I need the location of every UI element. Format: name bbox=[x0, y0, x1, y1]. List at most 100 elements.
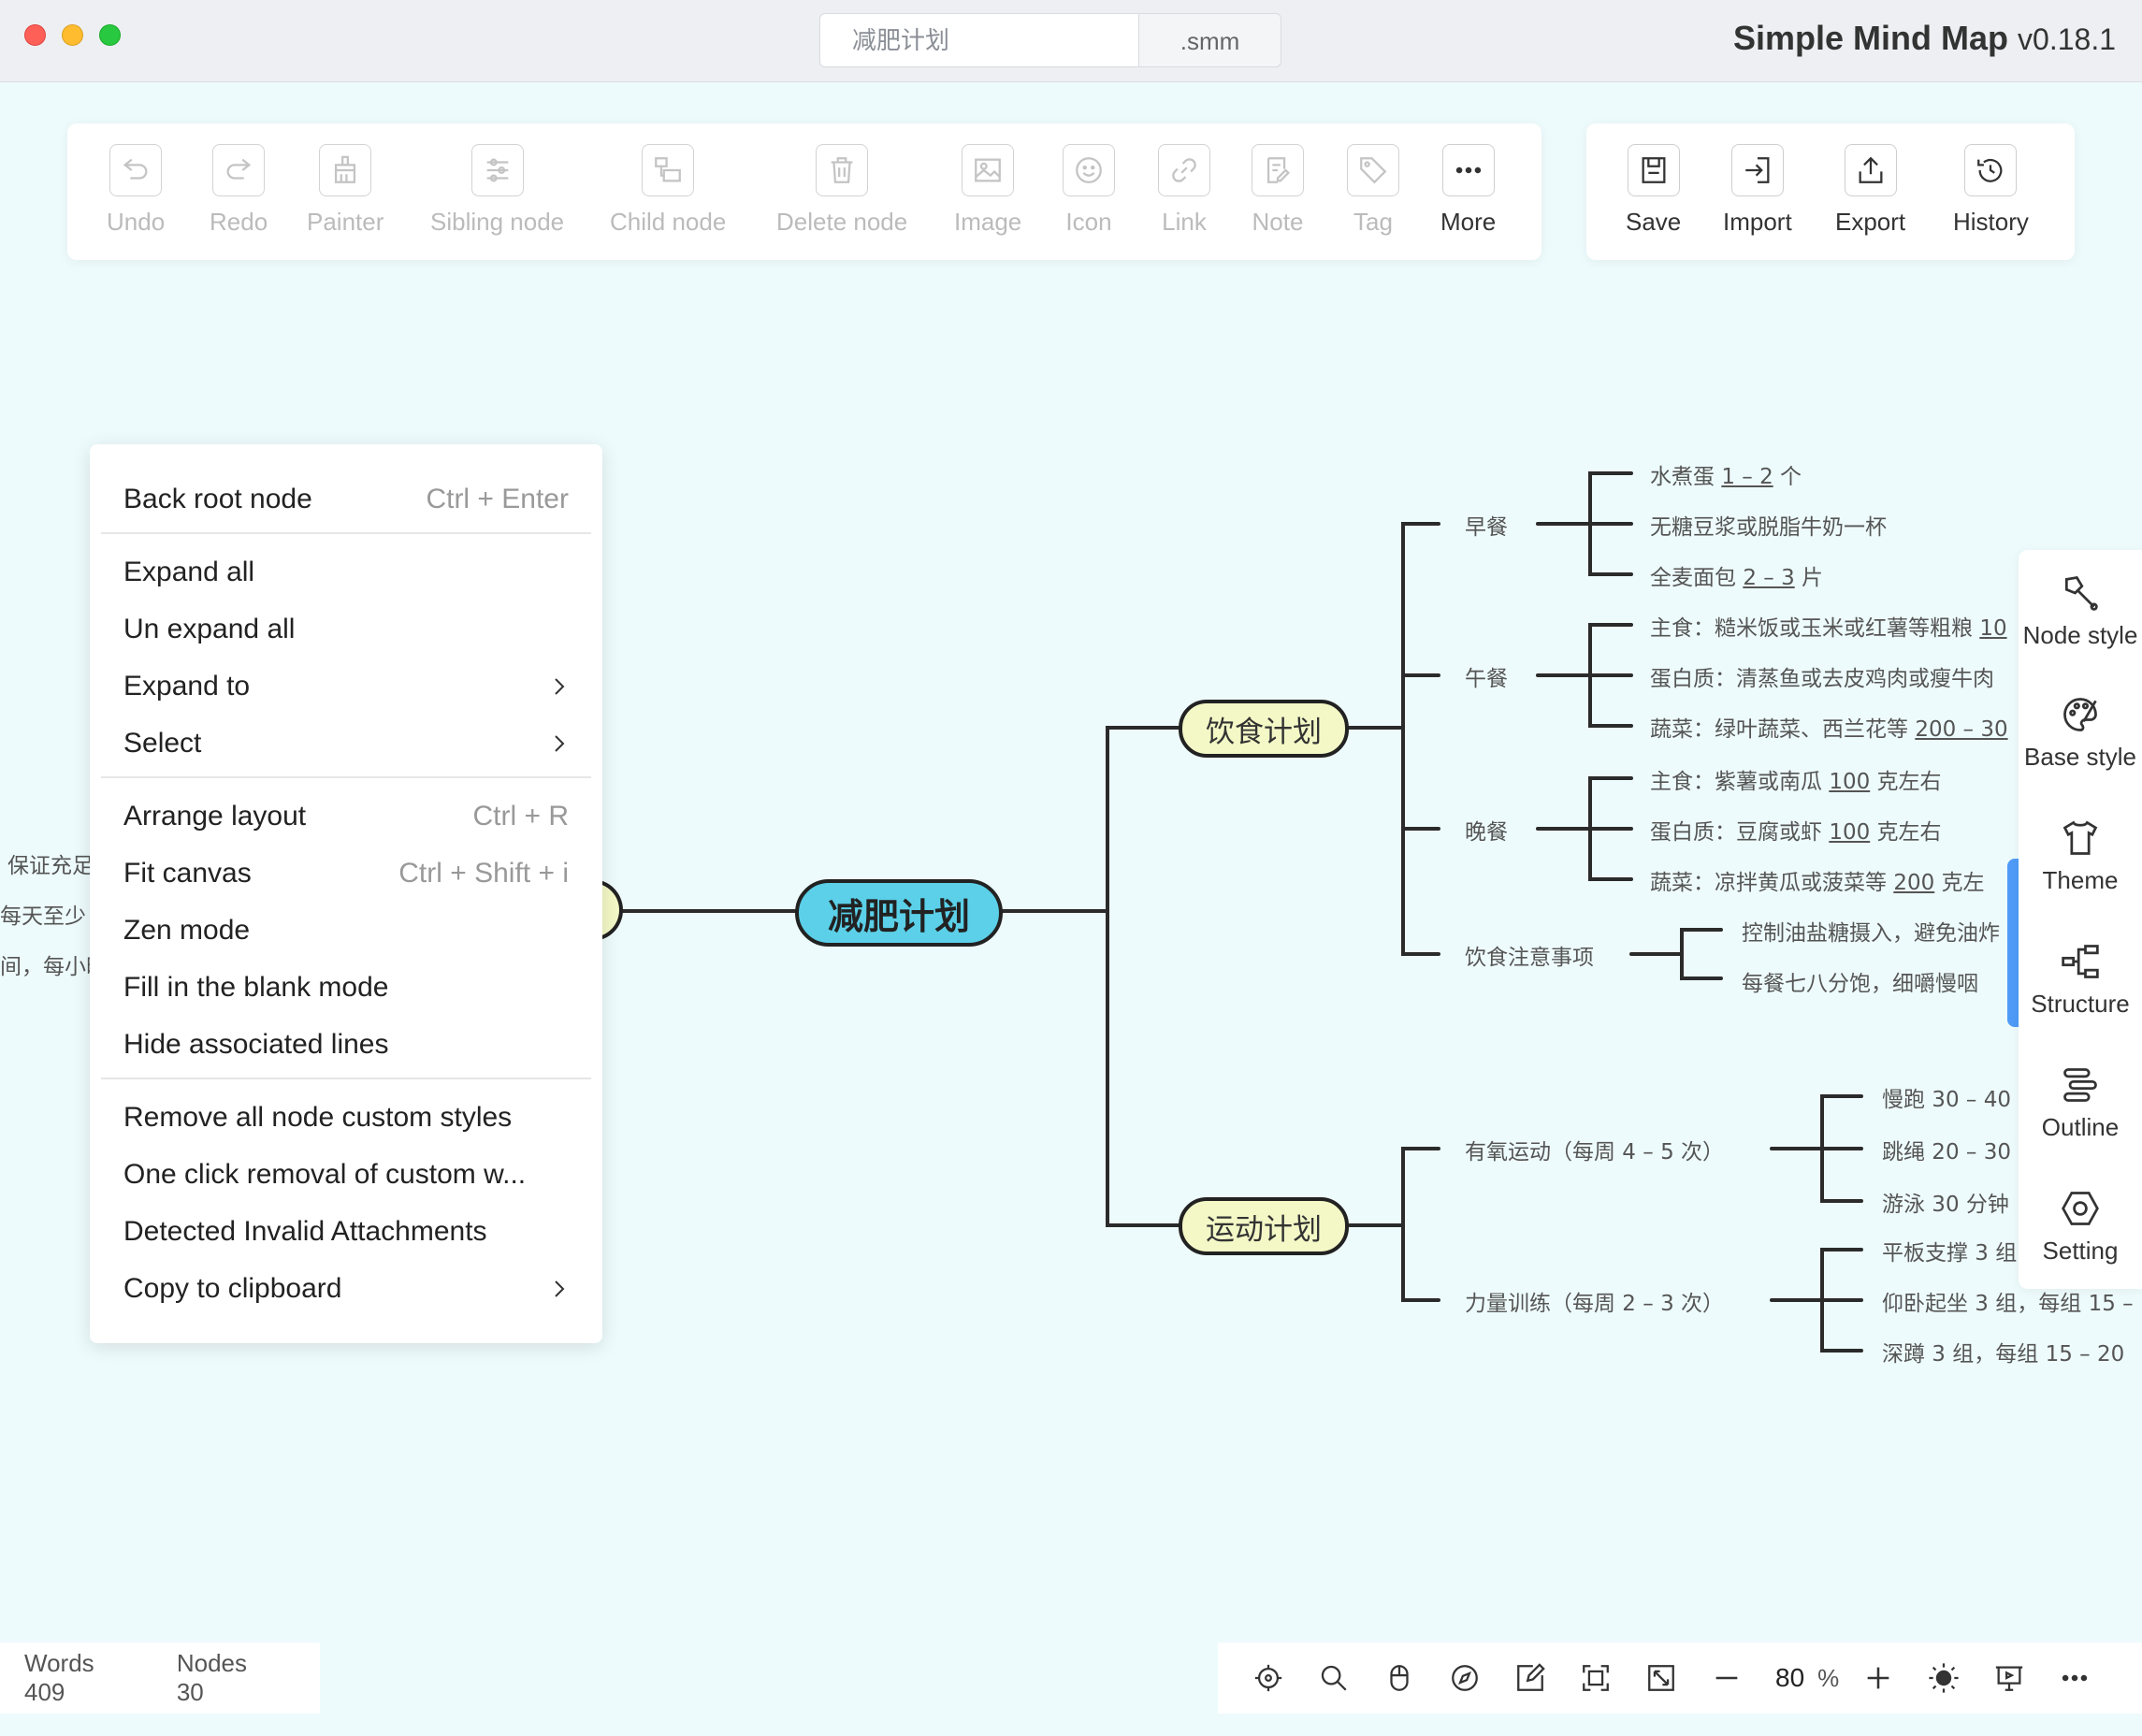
palette-icon bbox=[2063, 698, 2097, 731]
sibling-node-button[interactable]: Sibling node bbox=[430, 144, 564, 237]
sidebar-theme[interactable]: Theme bbox=[2019, 817, 2142, 895]
icon-button[interactable]: Icon bbox=[1063, 144, 1115, 237]
diet-notes-item-2[interactable]: 每餐七八分饱，细嚼慢咽 bbox=[1742, 972, 1978, 996]
breakfast-node[interactable]: 早餐 bbox=[1465, 515, 1508, 540]
history-icon bbox=[1977, 158, 2003, 182]
lunch-item-3[interactable]: 蔬菜：绿叶蔬菜、西兰花等 200 – 30 bbox=[1650, 717, 2008, 742]
image-icon bbox=[975, 158, 1002, 182]
mindmap-canvas[interactable]: 保证充足 每天至少 间，每小时 减肥计划 饮食计划 运动计划 早餐 午餐 晚餐 … bbox=[0, 82, 2142, 1644]
diet-plan-node[interactable]: 饮食计划 bbox=[1179, 700, 1349, 758]
breakfast-item-3[interactable]: 全麦面包 2 – 3 片 bbox=[1650, 566, 1824, 590]
sidebar-structure[interactable]: Structure bbox=[2019, 941, 2142, 1019]
presentation-icon bbox=[1996, 1666, 2023, 1691]
image-button[interactable]: Image bbox=[954, 144, 1021, 237]
diet-notes-node[interactable]: 饮食注意事项 bbox=[1465, 946, 1594, 970]
search-icon bbox=[1321, 1665, 1347, 1691]
minimize-window-button[interactable] bbox=[62, 24, 83, 46]
lunch-item-1[interactable]: 主食：糙米饭或玉米或红薯等粗粮 10 bbox=[1650, 616, 2007, 641]
child-node-button[interactable]: Child node bbox=[610, 144, 726, 237]
zoom-out-button[interactable] bbox=[1710, 1661, 1744, 1695]
menu-select[interactable]: Select bbox=[90, 715, 602, 772]
fullscreen-button[interactable] bbox=[1644, 1661, 1678, 1695]
painter-button[interactable]: Painter bbox=[307, 144, 384, 237]
menu-fill-blank-mode[interactable]: Fill in the blank mode bbox=[123, 971, 389, 1003]
sibling-node-icon bbox=[486, 158, 508, 182]
menu-remove-custom-styles[interactable]: Remove all node custom styles bbox=[123, 1101, 513, 1133]
lunch-node[interactable]: 午餐 bbox=[1465, 667, 1508, 691]
menu-zen-mode[interactable]: Zen mode bbox=[123, 914, 251, 946]
menu-hide-associated-lines[interactable]: Hide associated lines bbox=[123, 1028, 389, 1060]
menu-copy-to-clipboard[interactable]: Copy to clipboard bbox=[90, 1260, 602, 1317]
fullscreen-icon bbox=[1648, 1665, 1674, 1691]
demo-mode-button[interactable] bbox=[1992, 1661, 2026, 1695]
dinner-item-1[interactable]: 主食：紫薯或南瓜 100 克左右 bbox=[1650, 770, 1942, 794]
maximize-window-button[interactable] bbox=[99, 24, 121, 46]
aerobic-item-3[interactable]: 游泳 30 分钟 bbox=[1882, 1193, 2009, 1217]
right-sidebar: Node style Base style Theme Structure Ou… bbox=[2019, 550, 2142, 1289]
history-button[interactable]: History bbox=[1953, 144, 2029, 237]
menu-detect-invalid-attachments[interactable]: Detected Invalid Attachments bbox=[123, 1215, 487, 1247]
breakfast-item-1[interactable]: 水煮蛋 1 – 2 个 bbox=[1650, 465, 1802, 489]
navigator-button[interactable] bbox=[1448, 1661, 1482, 1695]
sidebar-outline[interactable]: Outline bbox=[2019, 1064, 2142, 1142]
strength-item-2[interactable]: 仰卧起坐 3 组，每组 15 – bbox=[1882, 1292, 2134, 1316]
more-options-button[interactable] bbox=[2058, 1661, 2091, 1695]
redo-icon bbox=[226, 158, 252, 180]
link-button[interactable]: Link bbox=[1158, 144, 1210, 237]
sidebar-base-style[interactable]: Base style bbox=[2019, 694, 2142, 772]
breakfast-item-2[interactable]: 无糖豆浆或脱脂牛奶一杯 bbox=[1650, 515, 1887, 540]
close-window-button[interactable] bbox=[24, 24, 46, 46]
mouse-mode-button[interactable] bbox=[1382, 1661, 1416, 1695]
import-icon bbox=[1745, 157, 1770, 183]
sidebar-collapse-tab[interactable] bbox=[2007, 859, 2020, 1027]
save-button[interactable]: Save bbox=[1626, 144, 1681, 237]
root-node[interactable]: 减肥计划 bbox=[795, 879, 1003, 947]
import-button[interactable]: Import bbox=[1723, 144, 1792, 237]
zoom-in-button[interactable] bbox=[1861, 1661, 1895, 1695]
undo-icon bbox=[123, 158, 148, 180]
exercise-plan-node[interactable]: 运动计划 bbox=[1179, 1197, 1349, 1255]
sidebar-node-style[interactable]: Node style bbox=[2019, 572, 2142, 650]
shirt-icon bbox=[2062, 820, 2098, 855]
aerobic-node[interactable]: 有氧运动（每周 4 – 5 次） bbox=[1465, 1140, 1725, 1165]
search-button[interactable] bbox=[1317, 1661, 1351, 1695]
aerobic-item-2[interactable]: 跳绳 20 – 30 bbox=[1882, 1140, 2011, 1165]
filename-input[interactable]: 减肥计划 bbox=[819, 13, 1139, 67]
more-icon bbox=[2062, 1674, 2088, 1682]
dinner-node[interactable]: 晚餐 bbox=[1465, 820, 1508, 845]
node-count: Nodes 30 bbox=[176, 1649, 247, 1706]
undo-button[interactable]: Undo bbox=[107, 144, 165, 237]
note-button[interactable]: Note bbox=[1252, 144, 1304, 237]
strength-node[interactable]: 力量训练（每周 2 – 3 次） bbox=[1465, 1292, 1725, 1316]
export-button[interactable]: Export bbox=[1835, 144, 1905, 237]
strength-item-3[interactable]: 深蹲 3 组，每组 15 – 20 bbox=[1882, 1342, 2125, 1367]
dinner-item-3[interactable]: 蔬菜：凉拌黄瓜或菠菜等 200 克左 bbox=[1650, 871, 1985, 895]
menu-expand-to[interactable]: Expand to bbox=[90, 658, 602, 715]
crosshair-icon bbox=[1254, 1664, 1282, 1692]
menu-expand-all[interactable]: Expand all bbox=[123, 556, 255, 587]
dark-mode-button[interactable] bbox=[1927, 1661, 1961, 1695]
tag-button[interactable]: Tag bbox=[1347, 144, 1399, 237]
chevron-right-icon bbox=[555, 1280, 565, 1297]
menu-one-click-removal[interactable]: One click removal of custom w... bbox=[123, 1158, 527, 1190]
more-button[interactable]: More bbox=[1440, 144, 1496, 237]
edit-mode-button[interactable] bbox=[1513, 1661, 1547, 1695]
aerobic-item-1[interactable]: 慢跑 30 – 40 bbox=[1882, 1088, 2011, 1112]
strength-item-1[interactable]: 平板支撑 3 组 bbox=[1882, 1241, 2018, 1266]
file-toolbar: Save Import Export History bbox=[1586, 123, 2075, 260]
export-icon bbox=[1859, 156, 1883, 183]
dinner-item-2[interactable]: 蛋白质：豆腐或虾 100 克左右 bbox=[1650, 820, 1942, 845]
delete-node-button[interactable]: Delete node bbox=[776, 144, 907, 237]
locate-root-button[interactable] bbox=[1252, 1661, 1285, 1695]
sidebar-setting[interactable]: Setting bbox=[2019, 1188, 2142, 1266]
minus-icon bbox=[1715, 1676, 1738, 1680]
fit-screen-button[interactable] bbox=[1579, 1661, 1613, 1695]
lunch-item-2[interactable]: 蛋白质：清蒸鱼或去皮鸡肉或瘦牛肉 bbox=[1650, 667, 1994, 691]
redo-button[interactable]: Redo bbox=[210, 144, 268, 237]
menu-un-expand-all[interactable]: Un expand all bbox=[123, 613, 296, 644]
diet-notes-item-1[interactable]: 控制油盐糖摄入，避免油炸 bbox=[1742, 921, 2000, 946]
